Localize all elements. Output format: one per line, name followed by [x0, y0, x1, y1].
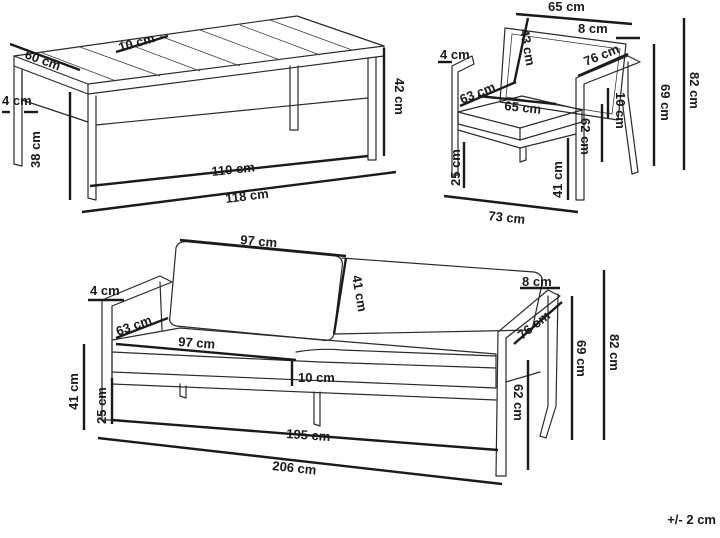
armchair-seat-width-line	[477, 94, 557, 106]
table-drawing: 60 cm 10 cm 42 cm 38 cm 4 cm 110 cm 118 …	[2, 15, 407, 214]
sofa-inner-width-line	[111, 418, 499, 452]
sofa-seat-height-total-label: 69 cm	[574, 340, 589, 377]
table-width-label: 110 cm	[211, 160, 256, 179]
armchair-arm-width-label: 4 cm	[440, 47, 470, 62]
armchair-leg-height-label: 41 cm	[550, 161, 565, 198]
sofa-seat-width-line	[115, 342, 297, 362]
sofa-total-width-line	[97, 436, 503, 486]
armchair-total-height-label: 82 cm	[687, 72, 702, 109]
table-length-line	[81, 170, 397, 214]
table-height-label: 42 cm	[392, 78, 407, 115]
armchair-width-top-line	[515, 12, 633, 26]
table-length-label: 118 cm	[225, 186, 270, 206]
table-slat-line	[115, 34, 169, 54]
sofa-seat-thickness-label: 10 cm	[298, 370, 335, 385]
armchair-arm-height-label: 62 cm	[578, 118, 593, 155]
sofa-seat-width-label: 97 cm	[178, 334, 216, 352]
armchair-seat-height-label: 25 cm	[448, 149, 463, 186]
sofa-seat-height-label: 25 cm	[94, 387, 109, 424]
sofa-back-width-line	[179, 238, 347, 258]
armchair-back-height-line	[512, 17, 530, 85]
armchair-total-width-line	[443, 194, 579, 214]
table-slat-label: 10 cm	[117, 30, 157, 55]
table-leg-height-label: 38 cm	[28, 131, 43, 168]
sofa-total-height-label: 82 cm	[607, 334, 622, 371]
sofa-seat-depth-label: 63 cm	[114, 312, 154, 339]
sofa-back-height-label: 41 cm	[349, 274, 370, 313]
sofa-inner-width-label: 195 cm	[286, 426, 331, 444]
armchair-width-top-label: 65 cm	[548, 0, 585, 14]
sofa-leg-height-label: 41 cm	[66, 373, 81, 410]
tolerance-note: +/- 2 cm	[667, 512, 716, 527]
table-leg-label: 4 cm	[2, 93, 32, 108]
armchair-seat-height-total-label: 69 cm	[658, 84, 673, 121]
armchair-seat-depth-line	[459, 80, 517, 108]
armchair-seat-width-label: 65 cm	[504, 98, 542, 117]
sofa-total-width-label: 206 cm	[272, 458, 317, 478]
armchair-total-width-label: 73 cm	[488, 208, 526, 227]
armchair-drawing: 65 cm 8 cm 43 cm 4 cm 76 cm 63 cm 65 cm …	[438, 0, 702, 227]
table-depth-line	[9, 42, 81, 72]
sofa-drawing: 97 cm 41 cm 4 cm 8 cm 63 cm 76 cm 97 cm …	[66, 232, 622, 486]
table-width-line	[89, 154, 369, 188]
armchair-back-height-label: 43 cm	[517, 28, 538, 67]
sofa-seat-depth-line	[115, 316, 169, 340]
sofa-arm-width-label: 4 cm	[90, 283, 120, 298]
armchair-arm-top-label: 8 cm	[578, 21, 608, 36]
armchair-arm-length-line	[577, 52, 629, 78]
sofa-back-height-line	[332, 257, 348, 335]
armchair-seat-thickness-label: 10 cm	[613, 92, 628, 129]
sofa-arm-top-label: 8 cm	[522, 274, 552, 289]
table-depth-label: 60 cm	[23, 47, 63, 74]
sofa-back-width-label: 97 cm	[240, 232, 278, 250]
sofa-arm-height-label: 62 cm	[511, 384, 526, 421]
sofa-arm-length-line	[513, 301, 563, 345]
armchair-seat-depth-label: 63 cm	[458, 79, 498, 107]
